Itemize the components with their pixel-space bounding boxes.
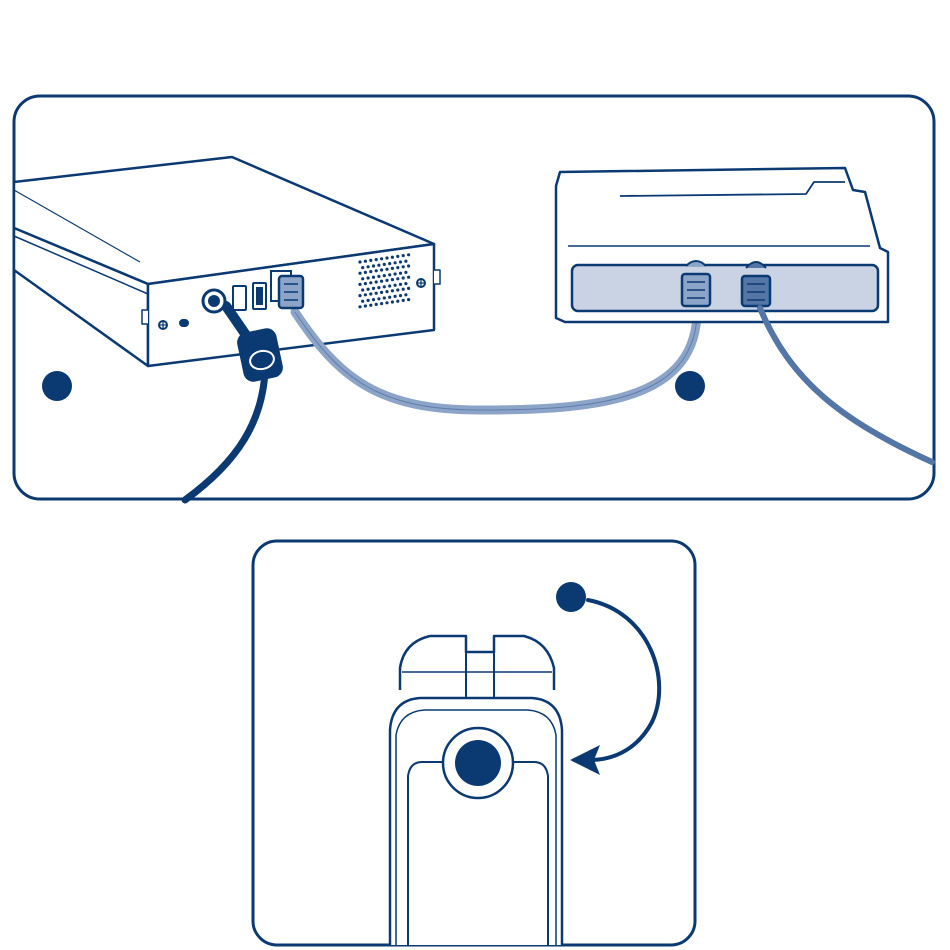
vent-hole bbox=[375, 303, 378, 306]
power-button bbox=[455, 740, 501, 786]
vent-hole bbox=[377, 286, 380, 289]
vent-hole bbox=[377, 264, 380, 267]
vent-hole bbox=[380, 257, 383, 260]
vent-hole bbox=[358, 283, 361, 286]
vent-hole bbox=[361, 300, 364, 303]
vent-hole bbox=[358, 272, 361, 275]
vent-hole bbox=[404, 271, 407, 274]
vent-hole bbox=[407, 253, 410, 256]
vent-hole bbox=[394, 295, 397, 298]
vent-hole bbox=[407, 276, 410, 279]
router-port-panel bbox=[572, 265, 878, 311]
vent-hole bbox=[385, 268, 388, 271]
router bbox=[556, 168, 888, 322]
vent-hole bbox=[372, 264, 375, 267]
vent-hole bbox=[388, 262, 391, 265]
vent-hole bbox=[372, 298, 375, 301]
vent-hole bbox=[396, 288, 399, 291]
vent-hole bbox=[358, 294, 361, 297]
vent-hole bbox=[391, 256, 394, 259]
vent-hole bbox=[367, 288, 370, 291]
step-marker-right bbox=[675, 371, 705, 401]
vent-hole bbox=[369, 292, 372, 295]
vent-hole bbox=[383, 285, 386, 288]
vent-hole bbox=[388, 273, 391, 276]
vent-hole bbox=[399, 260, 402, 263]
bottom-panel bbox=[253, 541, 695, 950]
vent-hole bbox=[402, 299, 405, 302]
vent-hole bbox=[404, 293, 407, 296]
vent-hole bbox=[385, 256, 388, 259]
vent-hole bbox=[394, 261, 397, 264]
vent-hole bbox=[407, 287, 410, 290]
vent-hole bbox=[364, 260, 367, 263]
vent-hole bbox=[391, 300, 394, 303]
vent-hole bbox=[380, 302, 383, 305]
vent-hole bbox=[402, 276, 405, 279]
vent-hole bbox=[375, 280, 378, 283]
vent-hole bbox=[394, 284, 397, 287]
vent-hole bbox=[364, 293, 367, 296]
vent-hole bbox=[383, 274, 386, 277]
vent-hole bbox=[396, 255, 399, 258]
vent-hole bbox=[396, 277, 399, 280]
vent-hole bbox=[372, 276, 375, 279]
vent-hole bbox=[402, 288, 405, 291]
vent-hole bbox=[367, 276, 370, 279]
vent-hole bbox=[364, 271, 367, 274]
vent-hole bbox=[361, 277, 364, 280]
vent-hole bbox=[375, 269, 378, 272]
vent-hole bbox=[402, 265, 405, 268]
vent-hole bbox=[407, 264, 410, 267]
vent-hole bbox=[375, 292, 378, 295]
vent-hole bbox=[383, 296, 386, 299]
vent-hole bbox=[399, 294, 402, 297]
vent-hole bbox=[385, 279, 388, 282]
vent-hole bbox=[399, 272, 402, 275]
vent-hole bbox=[407, 298, 410, 301]
vent-hole bbox=[380, 268, 383, 271]
vent-hole bbox=[396, 266, 399, 269]
vent-hole bbox=[391, 278, 394, 281]
vent-hole bbox=[358, 260, 361, 263]
vent-hole bbox=[358, 305, 361, 308]
vent-hole bbox=[385, 290, 388, 293]
step-marker-left bbox=[42, 371, 72, 401]
step-marker-button bbox=[556, 582, 586, 612]
vent-hole bbox=[388, 284, 391, 287]
vent-hole bbox=[364, 282, 367, 285]
vent-hole bbox=[394, 272, 397, 275]
vent-hole bbox=[369, 270, 372, 273]
vent-hole bbox=[404, 260, 407, 263]
vent-hole bbox=[375, 258, 378, 261]
vent-hole bbox=[391, 267, 394, 270]
vent-hole bbox=[369, 259, 372, 262]
vent-hole bbox=[399, 283, 402, 286]
vent-hole bbox=[361, 266, 364, 269]
vent-hole bbox=[361, 288, 364, 291]
vent-hole bbox=[383, 263, 386, 266]
vent-hole bbox=[377, 275, 380, 278]
vent-hole bbox=[369, 281, 372, 284]
vent-hole bbox=[388, 296, 391, 299]
vent-hole bbox=[402, 254, 405, 257]
vent-hole bbox=[385, 301, 388, 304]
vent-hole bbox=[380, 280, 383, 283]
vent-hole bbox=[369, 304, 372, 307]
vent-hole bbox=[391, 289, 394, 292]
vent-hole bbox=[367, 299, 370, 302]
vent-hole bbox=[396, 300, 399, 303]
vent-hole bbox=[404, 282, 407, 285]
vent-hole bbox=[380, 291, 383, 294]
vent-hole bbox=[377, 297, 380, 300]
vent-hole bbox=[372, 287, 375, 290]
vent-hole bbox=[364, 304, 367, 307]
vent-hole bbox=[367, 265, 370, 268]
